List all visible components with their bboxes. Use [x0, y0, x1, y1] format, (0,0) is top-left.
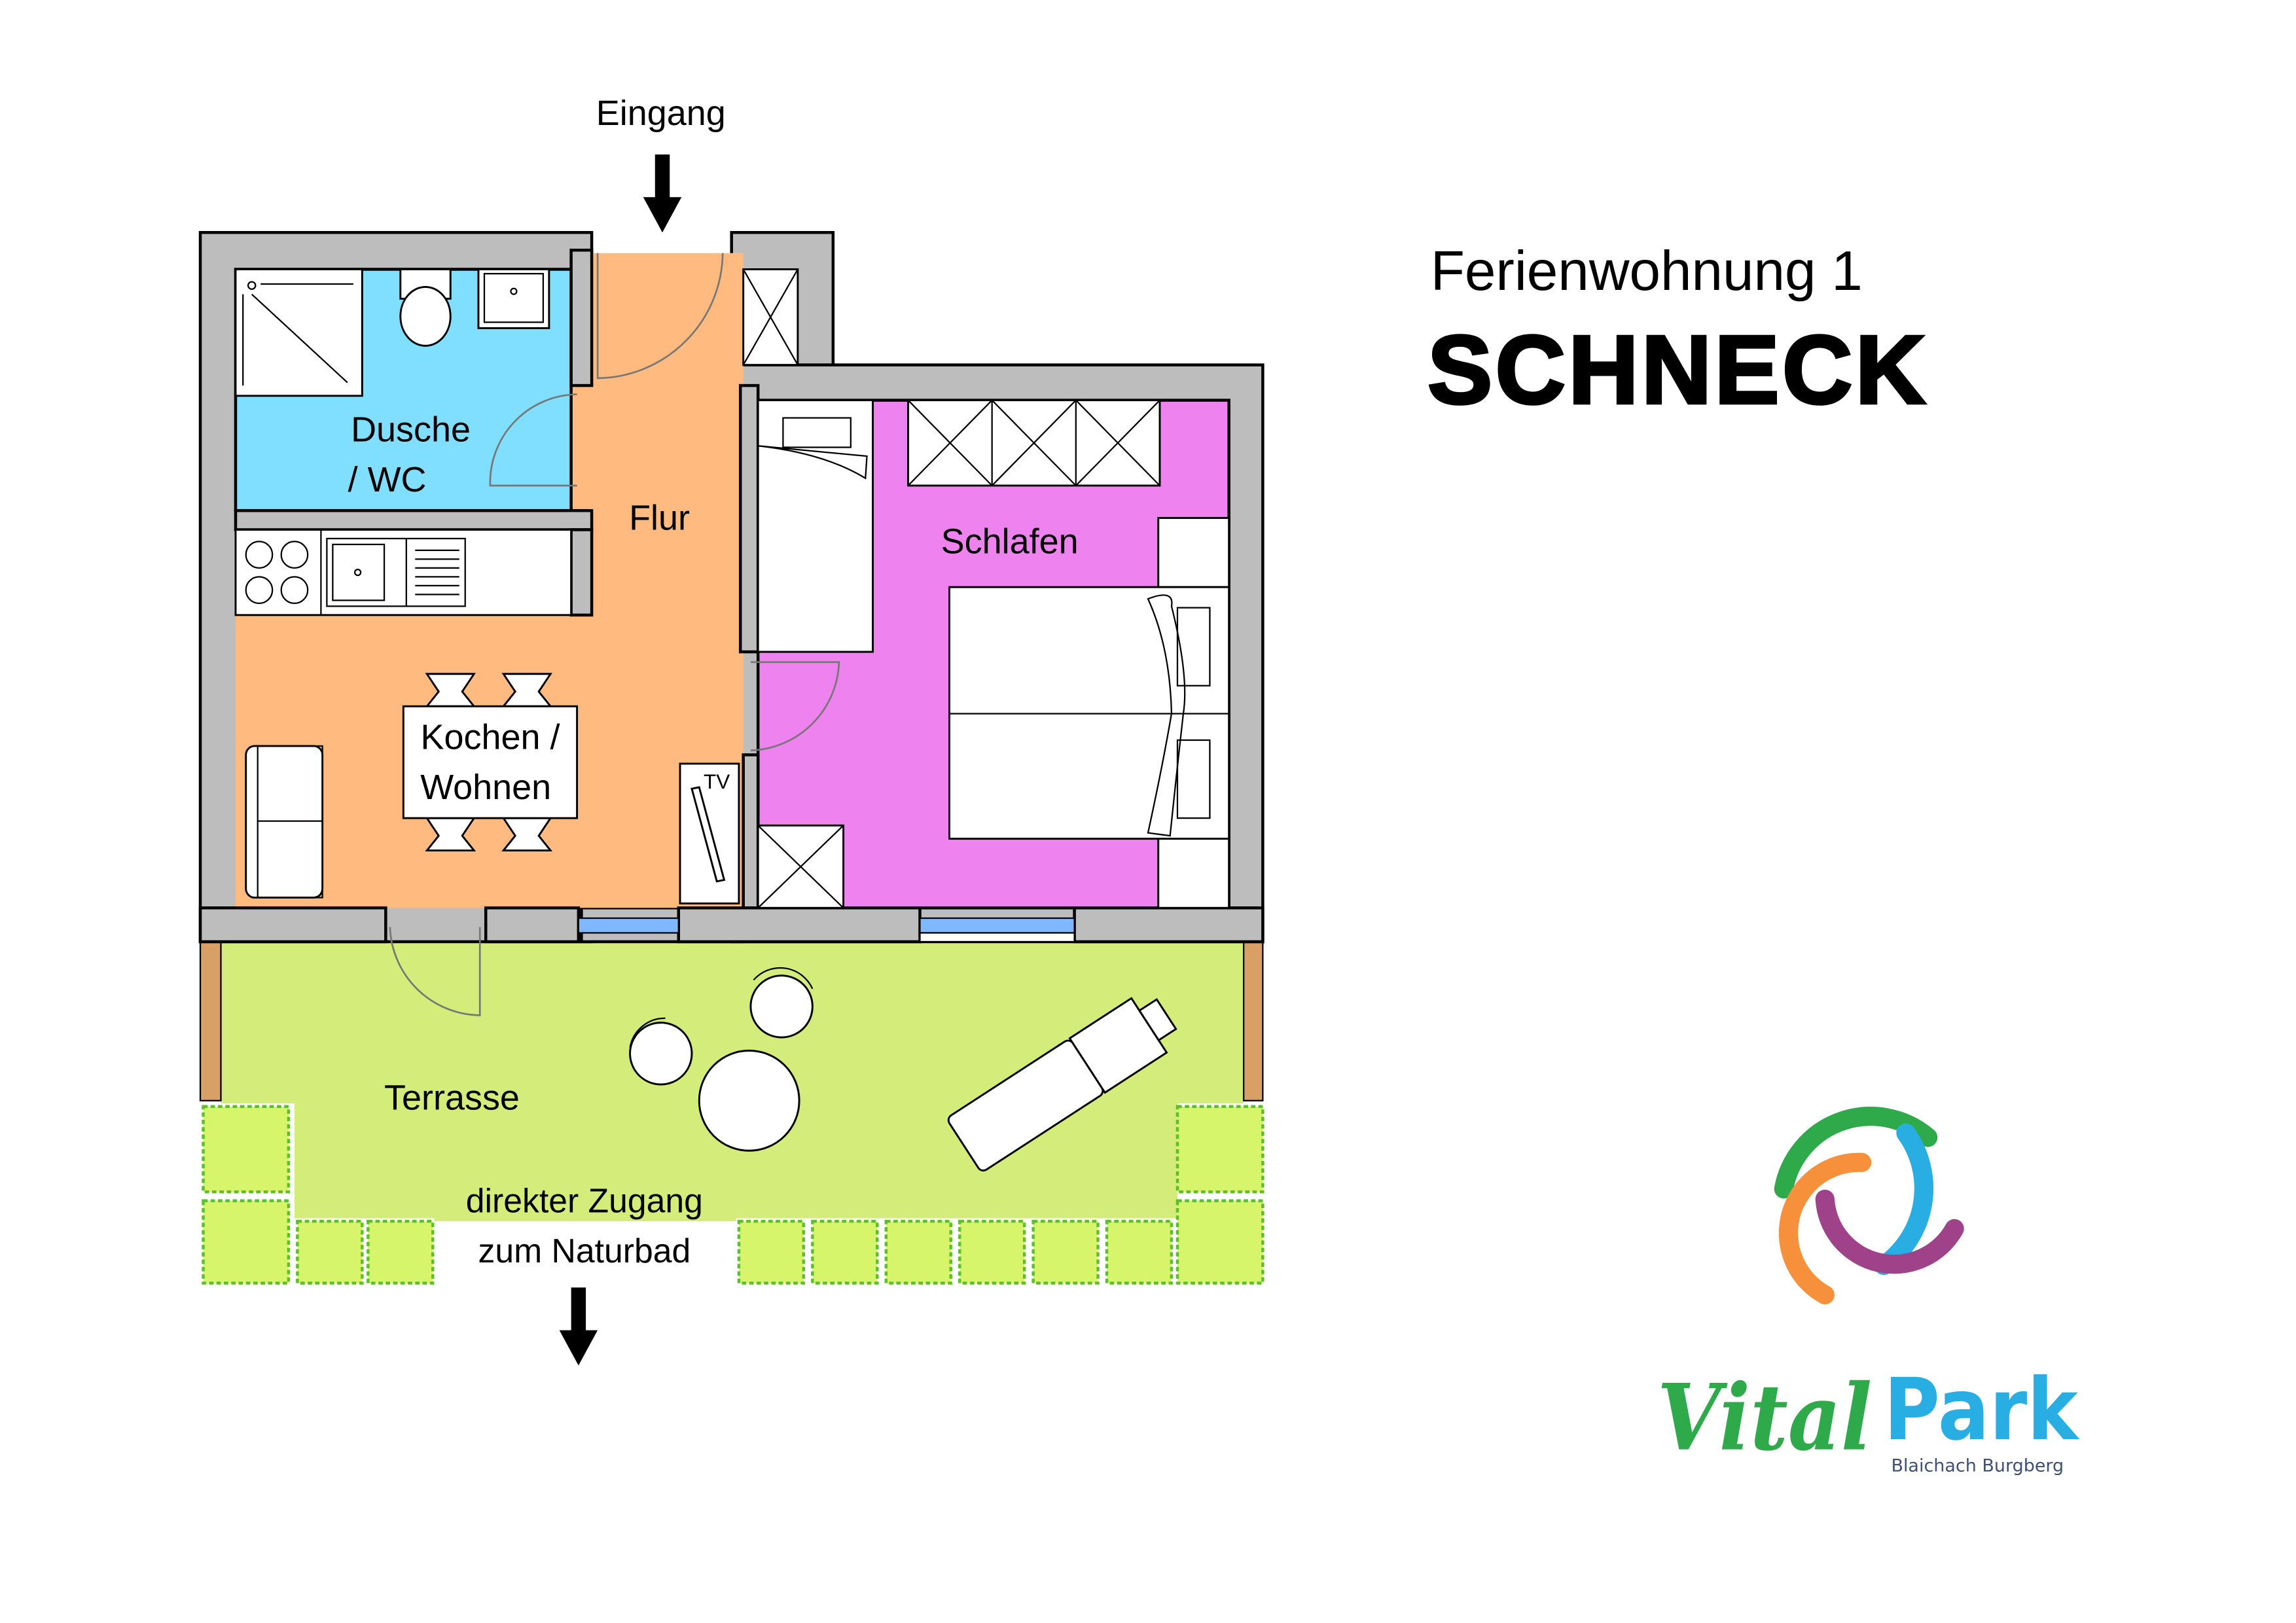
swirl-logo-icon	[1774, 1107, 1964, 1305]
wardrobe	[907, 399, 1161, 487]
sofa	[245, 745, 324, 899]
room-label-living-line2: Wohnen	[420, 768, 551, 807]
bedroom-closet	[757, 824, 845, 909]
washbasin	[477, 268, 550, 329]
logo-tagline: Blaichach Burgberg	[1891, 1455, 2064, 1476]
shower	[234, 268, 363, 397]
hall-closet	[742, 268, 799, 366]
single-bed	[757, 399, 874, 653]
doors	[389, 253, 840, 1016]
toilet	[399, 268, 452, 347]
logo-word-vital: Vital	[1657, 1364, 1872, 1471]
hedge-bushes	[202, 1105, 1265, 1285]
tv-cabinet	[679, 762, 740, 904]
room-label-bath-line1: Dusche	[351, 410, 471, 450]
entrance-arrow-icon	[643, 154, 682, 233]
vitalpark-logo: Vital Park Blaichach Burgberg	[1657, 1107, 2080, 1476]
entrance-label: Eingang	[596, 94, 726, 133]
apartment-title: SCHNECK	[1427, 316, 1928, 424]
windows	[577, 917, 1075, 943]
double-bed	[948, 586, 1230, 840]
naturbad-access-line1: direkter Zugang	[466, 1182, 703, 1220]
apartment-subtitle: Ferienwohnung 1	[1431, 240, 1863, 302]
sun-lounger	[947, 997, 1177, 1172]
dining-table	[402, 705, 579, 819]
terrace-table-set	[629, 967, 814, 1152]
naturbad-arrow-icon	[559, 1287, 598, 1366]
room-label-terrace: Terrasse	[384, 1078, 520, 1117]
nightstands	[1157, 516, 1230, 909]
room-label-bath-line2: / WC	[348, 460, 427, 499]
room-label-hall: Flur	[629, 498, 690, 537]
logo-word-park: Park	[1884, 1360, 2080, 1459]
tv-label: TV	[704, 770, 730, 793]
room-label-living-line1: Kochen /	[420, 717, 560, 757]
room-label-bedroom: Schlafen	[941, 522, 1079, 561]
naturbad-access-line2: zum Naturbad	[478, 1232, 691, 1270]
kitchen-counter	[234, 528, 573, 616]
